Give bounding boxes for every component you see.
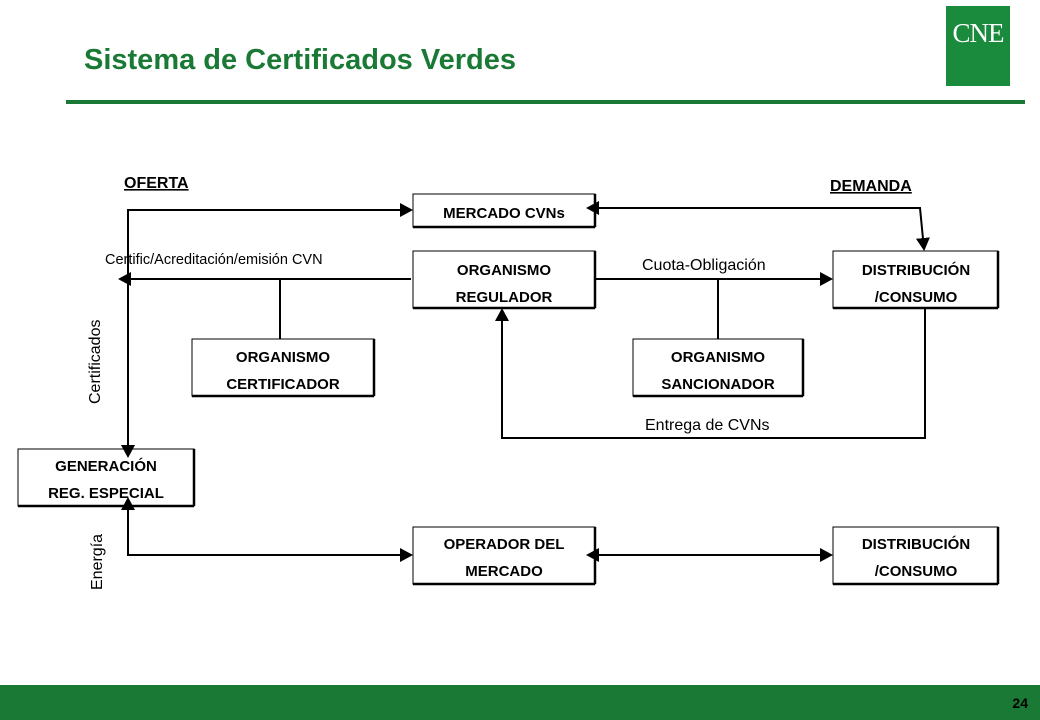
label-certific: Certific/Acreditación/emisión CVN — [105, 252, 323, 268]
box-distribucion-top-line2: /CONSUMO — [875, 289, 958, 306]
label-oferta: OFERTA — [124, 175, 189, 192]
box-organismo-sancionador: ORGANISMO SANCIONADOR — [632, 338, 805, 398]
arrow-generacion-operador — [121, 497, 413, 562]
box-generacion-line2: REG. ESPECIAL — [48, 485, 164, 502]
box-mercado-cvns-line1: MERCADO CVNs — [443, 205, 565, 222]
box-certificador-line1: ORGANISMO — [236, 349, 331, 366]
label-certificados: Certificados — [87, 320, 104, 404]
label-cuota: Cuota-Obligación — [642, 257, 766, 274]
box-distribucion-bottom-line2: /CONSUMO — [875, 563, 958, 580]
box-distribucion-top-line1: DISTRIBUCIÓN — [862, 261, 970, 279]
box-organismo-certificador: ORGANISMO CERTIFICADOR — [191, 338, 376, 398]
box-operador-mercado: OPERADOR DEL MERCADO — [412, 526, 597, 586]
box-regulador-line2: REGULADOR — [456, 289, 553, 306]
box-sancionador-line1: ORGANISMO — [671, 349, 766, 366]
arrow-mercado-distribucion — [586, 201, 930, 251]
box-distribucion-consumo-bottom: DISTRIBUCIÓN /CONSUMO — [832, 526, 1000, 586]
page-title: Sistema de Certificados Verdes — [84, 44, 516, 76]
box-generacion-line1: GENERACIÓN — [55, 457, 157, 475]
box-distribucion-consumo-top: DISTRIBUCIÓN /CONSUMO — [832, 250, 1000, 310]
box-distribucion-bottom-line1: DISTRIBUCIÓN — [862, 535, 970, 553]
label-entrega: Entrega de CVNs — [645, 417, 770, 434]
box-operador-line1: OPERADOR DEL — [444, 536, 565, 553]
box-operador-line2: MERCADO — [465, 563, 543, 580]
logo-text: CNE — [952, 18, 1005, 48]
label-energia: Energía — [89, 534, 106, 590]
label-demanda: DEMANDA — [830, 178, 912, 195]
title-divider — [66, 100, 1025, 104]
page-number: 24 — [1012, 695, 1028, 711]
box-certificador-line2: CERTIFICADOR — [226, 376, 339, 393]
arrow-entrega-cvns — [495, 308, 926, 439]
box-regulador-line1: ORGANISMO — [457, 262, 552, 279]
box-generacion: GENERACIÓN REG. ESPECIAL — [17, 448, 196, 508]
certificates-flow-diagram: MERCADO CVNs ORGANISMO REGULADOR DISTRIB… — [17, 175, 1000, 590]
box-mercado-cvns: MERCADO CVNs — [412, 193, 597, 229]
box-sancionador-line2: SANCIONADOR — [661, 376, 775, 393]
cne-logo: CNE — [946, 6, 1010, 86]
arrow-generacion-mercado — [121, 203, 413, 458]
box-organismo-regulador: ORGANISMO REGULADOR — [412, 250, 597, 310]
footer-bar: 24 — [0, 685, 1040, 720]
